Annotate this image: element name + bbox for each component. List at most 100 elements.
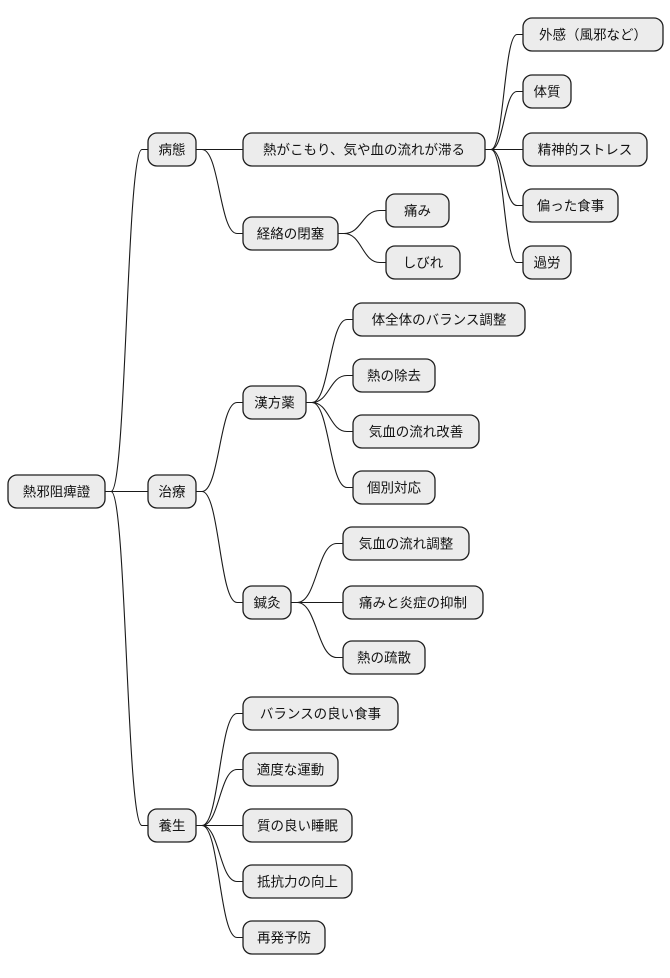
mindmap-node-b2[interactable]: 治療 [147,474,197,509]
node-box-b2c1c[interactable] [352,414,480,449]
node-label-b1c1: 熱がこもり、気や血の流れが滞る [263,143,465,159]
node-box-b2c1[interactable] [242,385,307,420]
edge-b2c1-to-b2c1b [306,374,353,404]
mindmap-node-b2c1a[interactable]: 体全体のバランス調整 [352,302,526,337]
edge-b3-to-b3c2 [196,768,243,827]
node-box-b2c2b[interactable] [342,585,484,620]
node-box-b3c2[interactable] [242,752,339,787]
edge-b1c2-to-b1c2a [338,209,386,235]
node-label-b3c2: 適度な運動 [257,762,325,779]
node-label-b1c1e: 過労 [534,256,561,272]
node-box-b2c1b[interactable] [352,358,436,393]
node-box-b2c1a[interactable] [352,302,526,337]
node-label-b1c2a: 痛み [404,203,431,220]
node-label-b1c1b: 体質 [534,85,561,101]
node-label-b1: 病態 [159,143,186,159]
edge-b2-to-b2c2 [196,490,243,604]
mindmap-node-b2c1b[interactable]: 熱の除去 [352,358,436,393]
node-box-b1c2[interactable] [242,216,339,251]
mindmap-node-b3c2[interactable]: 適度な運動 [242,752,339,787]
edge-b2-to-b2c1 [196,401,243,493]
node-box-b3c4[interactable] [242,864,353,899]
node-box-b2c2c[interactable] [342,640,426,675]
node-box-b2c1d[interactable] [352,470,436,505]
node-box-b1c2a[interactable] [385,193,450,228]
edge-b3-to-b3c5 [196,824,243,939]
node-label-b2c1a: 体全体のバランス調整 [372,312,507,329]
mindmap-node-b1c2[interactable]: 経絡の閉塞 [242,216,339,251]
node-box-b1c1a[interactable] [522,17,664,52]
mindmap-node-b1c1c[interactable]: 精神的ストレス [522,132,648,167]
node-box-b3[interactable] [147,808,197,843]
mindmap-node-b1[interactable]: 病態 [147,132,197,167]
mindmap-node-b1c1a[interactable]: 外感（風邪など） [522,17,664,52]
mindmap-node-b2c2a[interactable]: 気血の流れ調整 [342,526,470,561]
node-label-b2c1: 漢方薬 [254,396,295,412]
node-label-b3c1: バランスの良い食事 [260,706,381,723]
edge-b1c1-to-b1c1d [485,148,523,207]
mindmap-node-b1c1d[interactable]: 偏った食事 [522,188,619,223]
node-box-b3c5[interactable] [242,920,326,955]
node-label-b3c3: 質の良い睡眠 [257,819,338,835]
mindmap-node-b2c2c[interactable]: 熱の疏散 [342,640,426,675]
node-label-b2c1b: 熱の除去 [367,369,421,385]
node-label-b2c2a: 気血の流れ調整 [359,537,454,553]
edge-b2c2-to-b2c2c [291,601,343,659]
mindmap-node-b1c1[interactable]: 熱がこもり、気や血の流れが滞る [242,132,486,167]
edge-b1c1-to-b1c1b [485,90,523,151]
node-box-b1c1[interactable] [242,132,486,167]
edge-b2c1-to-b2c1a [306,318,353,404]
node-label-b1c1d: 偏った食事 [537,198,605,215]
node-box-b3c3[interactable] [242,808,353,843]
mindmap-node-b1c1b[interactable]: 体質 [522,74,572,109]
node-box-root[interactable] [7,474,106,509]
edge-b1c1-to-b1c1a [485,33,523,151]
node-label-b1c2: 経絡の閉塞 [257,226,325,243]
node-box-b1c1d[interactable] [522,188,619,223]
mindmap-node-b2c2b[interactable]: 痛みと炎症の抑制 [342,585,484,620]
mindmap-node-root[interactable]: 熱邪阻痺證 [7,474,106,509]
node-label-b2c2: 鍼灸 [254,595,281,612]
mindmap-node-b1c2b[interactable]: しびれ [385,245,461,280]
mindmap-node-b1c2a[interactable]: 痛み [385,193,450,228]
node-box-b2c2[interactable] [242,585,292,620]
node-label-b1c2b: しびれ [403,256,444,272]
edge-root-to-b1 [105,148,148,493]
node-label-b2: 治療 [159,484,186,501]
node-box-b1c1b[interactable] [522,74,572,109]
node-box-b1[interactable] [147,132,197,167]
node-box-b2c2a[interactable] [342,526,470,561]
mindmap-node-b3c1[interactable]: バランスの良い食事 [242,696,399,731]
node-box-b1c2b[interactable] [385,245,461,280]
node-label-b1c1a: 外感（風邪など） [539,27,647,44]
node-box-b1c1e[interactable] [522,245,572,280]
node-box-b2[interactable] [147,474,197,509]
edge-b2c2-to-b2c2a [291,542,343,604]
edge-b1-to-b1c2 [196,148,243,235]
edge-b1c2-to-b1c2b [338,232,386,264]
node-box-b3c1[interactable] [242,696,399,731]
mindmap-node-b3[interactable]: 養生 [147,808,197,843]
mindmap-node-b3c3[interactable]: 質の良い睡眠 [242,808,353,843]
edge-root-to-b3 [105,490,148,827]
edge-b3-to-b3c4 [196,824,243,883]
mindmap-node-b2c2[interactable]: 鍼灸 [242,585,292,620]
mindmap-node-b3c5[interactable]: 再発予防 [242,920,326,955]
node-label-b3c5: 再発予防 [257,931,311,947]
edge-b1c1-to-b1c1e [485,148,523,264]
node-label-b2c1d: 個別対応 [367,481,421,497]
node-label-b3c4: 抵抗力の向上 [257,875,338,891]
node-label-root: 熱邪阻痺證 [23,484,91,501]
node-label-b1c1c: 精神的ストレス [538,143,633,159]
mindmap-node-b3c4[interactable]: 抵抗力の向上 [242,864,353,899]
edge-layer [105,33,523,939]
mindmap-node-b1c1e[interactable]: 過労 [522,245,572,280]
edge-b2c1-to-b2c1d [306,401,353,489]
node-box-b1c1c[interactable] [522,132,648,167]
mindmap-node-b2c1c[interactable]: 気血の流れ改善 [352,414,480,449]
mindmap-node-b2c1d[interactable]: 個別対応 [352,470,436,505]
mindmap-node-b2c1[interactable]: 漢方薬 [242,385,307,420]
edge-b2c1-to-b2c1c [306,401,353,433]
